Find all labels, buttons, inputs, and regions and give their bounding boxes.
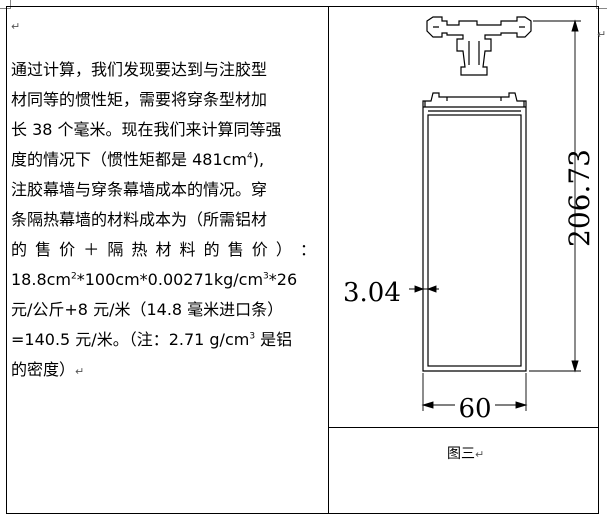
text-line: 18.8cm2*100cm*0.00271kg/cm3*26 bbox=[11, 265, 316, 295]
superscript: 3 bbox=[249, 331, 256, 342]
text-run: 条隔热幕墙的材料成本为（所需铝材 bbox=[11, 210, 268, 229]
dimension-thickness-label: 3.04 bbox=[343, 278, 401, 308]
superscript: 4 bbox=[247, 151, 253, 162]
text-char: 售 bbox=[35, 240, 52, 259]
paragraph-mark-right: ↵ bbox=[597, 28, 607, 41]
text-char: 的 bbox=[203, 240, 220, 259]
connector-top-profile bbox=[426, 16, 532, 76]
text-line: 长 38 个毫米。现在我们来计算同等强 bbox=[11, 115, 316, 145]
dimension-height-label: 206.73 bbox=[563, 149, 596, 247]
text-line: 元/公斤+8 元/米（14.8 毫米进口条） bbox=[11, 295, 316, 325]
text-char: 料 bbox=[179, 240, 196, 259]
text-run: 元/公斤+8 元/米（14.8 毫米进口条） bbox=[11, 300, 284, 319]
table-row-divider bbox=[328, 427, 598, 428]
text-run: 18.8cm bbox=[11, 270, 72, 289]
text-run: 注胶幕墙与穿条幕墙成本的情况。穿 bbox=[11, 180, 268, 199]
text-char: 价 bbox=[251, 240, 268, 259]
text-run: *100cm*0.00271kg/cm bbox=[76, 270, 264, 289]
text-run: 是铝 bbox=[255, 330, 293, 349]
text-run: 的密度） bbox=[11, 360, 76, 379]
text-char: ） bbox=[275, 240, 292, 259]
text-line: 通过计算，我们发现要达到与注胶型 bbox=[11, 55, 316, 85]
text-run: *26 bbox=[268, 270, 298, 289]
text-line: 的密度）↵ bbox=[11, 355, 316, 385]
text-line: 条隔热幕墙的材料成本为（所需铝材 bbox=[11, 205, 316, 235]
text-char: 材 bbox=[155, 240, 172, 259]
text-char: 的 bbox=[11, 240, 28, 259]
figure-caption-text: 图三 bbox=[447, 446, 475, 462]
text-line: 度的情况下（惯性矩都是 481cm4), bbox=[11, 145, 316, 175]
dimension-width-label: 60 bbox=[458, 394, 491, 424]
document-table: 206.73 60 3.04 图三↵ bbox=[6, 6, 599, 514]
text-line: =140.5 元/米。（注：2.71 g/cm3 是铝 bbox=[11, 325, 316, 355]
text-char: 隔 bbox=[107, 240, 124, 259]
superscript: 3 bbox=[263, 271, 269, 282]
text-char: ＋ bbox=[83, 240, 100, 259]
text-run: ), bbox=[252, 150, 265, 169]
paragraph-mark: ↵ bbox=[75, 365, 85, 378]
paragraph-mark-top: ↵ bbox=[11, 20, 21, 33]
text-char: 价 bbox=[59, 240, 76, 259]
text-run: =140.5 元/米。（注：2.71 g/cm bbox=[11, 330, 250, 349]
text-line: 材同等的惯性矩，需要将穿条型材加 bbox=[11, 85, 316, 115]
paragraph-mark: ↵ bbox=[475, 448, 485, 461]
text-run: 通过计算，我们发现要达到与注胶型 bbox=[11, 60, 268, 79]
text-run: 度的情况下（惯性矩都是 481cm bbox=[11, 150, 248, 169]
profile-diagram: 206.73 60 3.04 bbox=[343, 16, 596, 424]
body-text: 通过计算，我们发现要达到与注胶型材同等的惯性矩，需要将穿条型材加长 38 个毫米… bbox=[11, 55, 316, 385]
text-char: 售 bbox=[227, 240, 244, 259]
figure-caption: 图三↵ bbox=[447, 443, 484, 463]
main-profile-inner bbox=[427, 114, 522, 367]
text-line: 的售价＋隔热材料的售价）： bbox=[11, 235, 316, 265]
page-corner-mark-left bbox=[0, 0, 11, 9]
text-line: 注胶幕墙与穿条幕墙成本的情况。穿 bbox=[11, 175, 316, 205]
table-column-divider bbox=[328, 7, 329, 513]
page-corner-mark-right bbox=[596, 0, 607, 9]
main-profile-outer bbox=[422, 92, 527, 372]
text-run: 材同等的惯性矩，需要将穿条型材加 bbox=[11, 90, 268, 109]
text-char: ： bbox=[299, 240, 316, 259]
text-char: 热 bbox=[131, 240, 148, 259]
superscript: 2 bbox=[71, 271, 77, 282]
text-run: 长 38 个毫米。现在我们来计算同等强 bbox=[11, 120, 282, 139]
